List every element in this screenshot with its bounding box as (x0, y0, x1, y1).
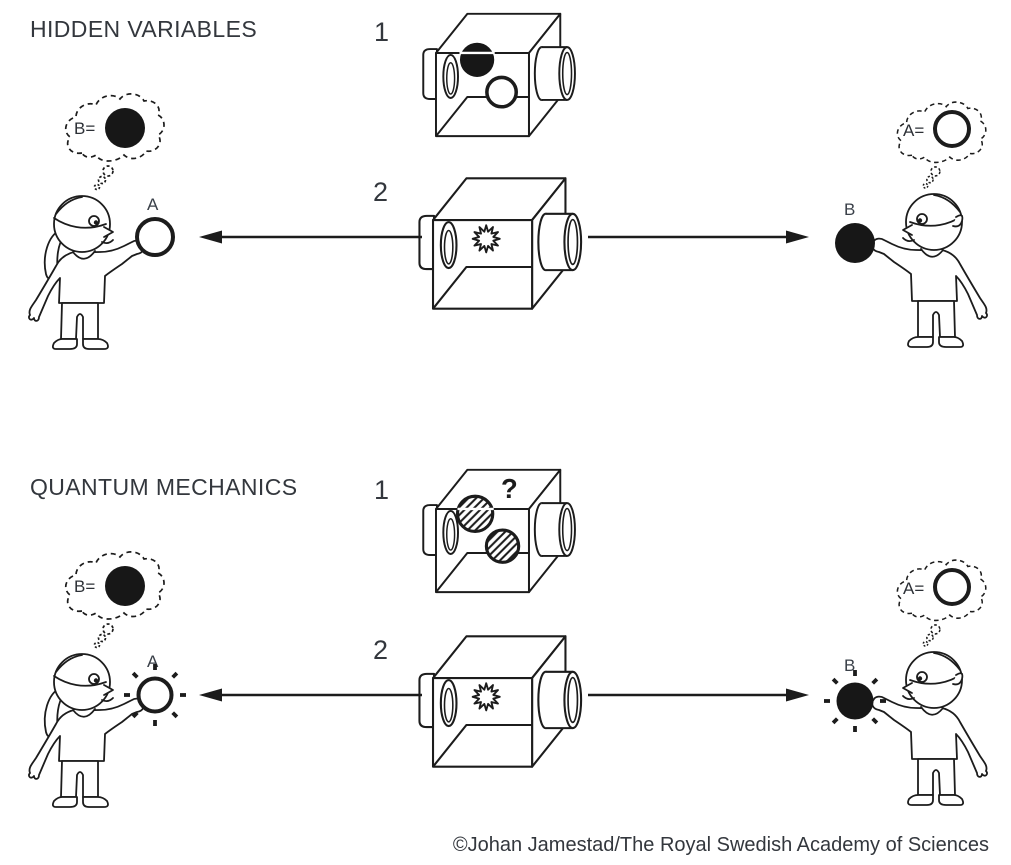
step-2-label: 2 (373, 177, 389, 207)
boy-thought-label: A= (903, 121, 925, 140)
ball-a-label: A (147, 652, 159, 671)
step-1-label: 1 (374, 17, 390, 47)
qm-box-with-superposed-balls: ? (422, 468, 576, 594)
ball-b-black-shining (822, 668, 888, 734)
hatched-ball-2 (484, 528, 521, 564)
boy-thought-label: A= (903, 579, 925, 598)
ball-b-label: B (844, 656, 856, 675)
left-arrowhead-icon (199, 688, 222, 702)
ball-b-black (835, 223, 875, 263)
thought-black-ball (105, 566, 145, 606)
hv-box-with-balls (422, 12, 576, 138)
panel-title-quantum-mechanics: QUANTUM MECHANICS (30, 474, 298, 500)
girl-thought-bubble: B= (52, 541, 172, 656)
credit-caption: ©Johan Jamestad/The Royal Swedish Academ… (452, 834, 989, 856)
ball-a-label: A (147, 195, 159, 214)
boy-figure (871, 193, 988, 348)
girl-thought-label: B= (74, 119, 96, 138)
thought-black-ball (105, 108, 145, 148)
boy-thought-bubble: A= (885, 546, 993, 658)
qm-source-box (418, 635, 583, 768)
black-ball-in-box (459, 42, 495, 77)
boy-thought-bubble: A= (885, 88, 993, 200)
hv-source-box (418, 177, 583, 310)
ball-b-label: B (844, 200, 856, 219)
ball-a-white (135, 217, 175, 257)
left-arrowhead-icon (199, 230, 222, 244)
white-ball-in-box (485, 75, 518, 109)
right-arrow (588, 688, 809, 702)
right-arrowhead-icon (786, 688, 809, 702)
step-2-label: 2 (373, 635, 389, 665)
left-arrow (199, 688, 422, 702)
thought-white-ball (933, 568, 971, 606)
left-arrow (199, 230, 422, 244)
girl-thought-label: B= (74, 577, 96, 596)
right-arrow (588, 230, 809, 244)
girl-thought-bubble: B= (52, 83, 172, 198)
step-1-label: 1 (374, 475, 390, 505)
hatched-ball-1 (455, 494, 495, 534)
panel-title-hidden-variables: HIDDEN VARIABLES (30, 16, 258, 42)
thought-white-ball (933, 110, 971, 148)
ball-a-white-shining (122, 662, 188, 728)
question-mark: ? (501, 473, 518, 504)
girl-figure (28, 195, 145, 350)
right-arrowhead-icon (786, 230, 809, 244)
